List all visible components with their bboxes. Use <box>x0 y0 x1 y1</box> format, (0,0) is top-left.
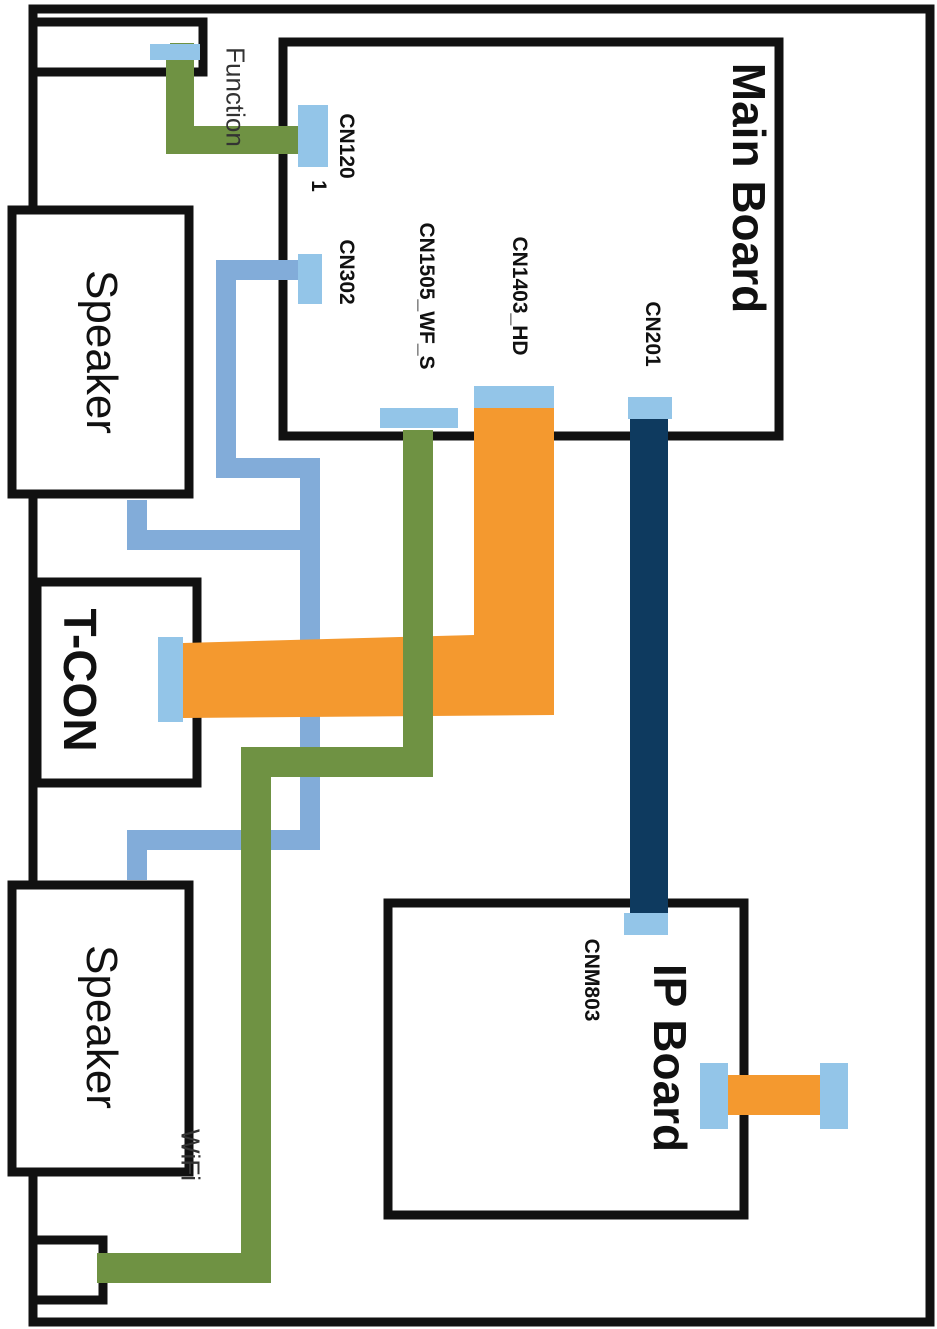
power-cable <box>630 418 668 914</box>
cnm803-label: CNM803 <box>580 938 603 1022</box>
connector-cn201 <box>628 397 672 419</box>
ip-board-jumper <box>726 1075 824 1115</box>
ip-board-label: IP Board <box>644 963 696 1153</box>
connector-cn1201 <box>298 105 328 167</box>
main-board-outline <box>278 37 784 441</box>
function-module-label: Function <box>220 47 251 147</box>
speaker-top-outline <box>7 205 194 499</box>
cn1403-label: CN1403_HD <box>508 236 531 356</box>
cn201-label: CN201 <box>641 301 664 367</box>
connector-cn1505 <box>380 408 458 428</box>
cn302-label: CN302 <box>335 239 358 305</box>
speaker-bottom-label: Speaker <box>77 945 126 1109</box>
connector-tcon <box>158 637 183 722</box>
main-board-label: Main Board <box>723 62 775 314</box>
tcon-label: T-CON <box>54 608 106 752</box>
ip-board-outline <box>383 898 749 1220</box>
cn1201-suffix-label: 1 <box>307 180 330 192</box>
function-module-outline <box>33 17 208 77</box>
connector-ip-left <box>700 1063 728 1129</box>
connector-cn302 <box>298 254 322 304</box>
connector-ip-right <box>820 1063 848 1129</box>
speaker-bottom-outline <box>7 880 194 1177</box>
cn1505-label: CN1505_WF_S <box>415 222 438 370</box>
connector-function <box>150 44 200 60</box>
wifi-cable <box>97 430 433 1283</box>
speaker-cable <box>127 260 320 880</box>
wifi-module-label: WiFi <box>175 1129 206 1181</box>
speaker-top-label: Speaker <box>77 270 126 434</box>
connector-cn1403 <box>474 386 554 408</box>
wifi-module-outline <box>33 1235 108 1305</box>
connector-cnm803 <box>624 913 668 935</box>
lvds-cable <box>183 405 554 718</box>
speaker-cable-branch <box>127 500 310 550</box>
cn1201-label: CN120 <box>335 113 358 179</box>
